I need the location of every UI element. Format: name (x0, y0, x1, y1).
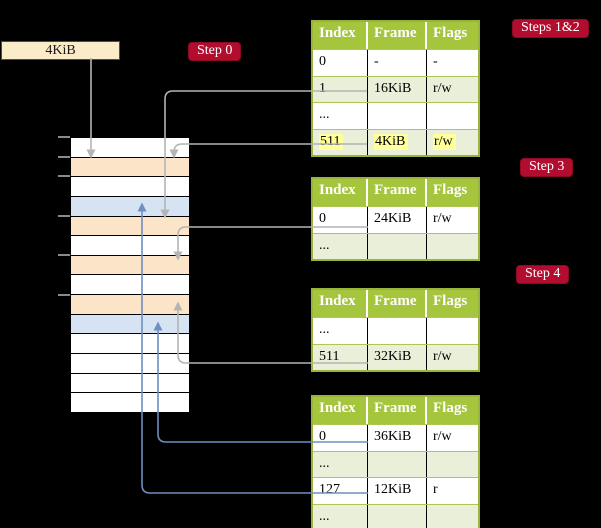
badge-step-4: Step 4 (516, 265, 570, 284)
address-tick (58, 293, 70, 296)
address-tick (58, 214, 70, 217)
column-header: Frame (368, 397, 427, 424)
column-header: Frame (368, 179, 427, 206)
table-cell (427, 452, 478, 478)
highlighted-value: 4KiB (374, 133, 409, 150)
table-cell (368, 504, 427, 528)
table-cell: ... (313, 504, 368, 528)
memory-frame-row (71, 216, 189, 237)
table-cell: 32KiB (368, 344, 427, 370)
table-cell: r/w (427, 130, 478, 156)
table-cell: 4KiB (368, 129, 427, 155)
table-cell (368, 233, 427, 259)
memory-frame-row (71, 314, 189, 335)
column-header: Flags (433, 293, 468, 309)
table-row: ... (313, 503, 478, 528)
memory-frame-row (71, 196, 189, 217)
highlighted-value: r/w (433, 133, 456, 150)
column-header: Frame (368, 290, 427, 317)
memory-frame-row (71, 295, 189, 315)
table-cell: 16KiB (368, 76, 427, 102)
column-header: Flags (433, 25, 468, 41)
table-cell: 12KiB (368, 478, 427, 504)
badge-step-3: Step 3 (520, 158, 574, 177)
table-cell: 36KiB (368, 425, 427, 451)
table-cell: ... (313, 233, 368, 259)
table-cell: r/w (433, 80, 452, 96)
table-cell: - (433, 54, 438, 69)
table-cell (427, 103, 478, 129)
memory-frame-row (71, 236, 189, 256)
table-row: ... (313, 317, 478, 344)
table-cell (368, 451, 427, 477)
memory-frame-row (71, 177, 189, 197)
address-tick (58, 155, 70, 158)
table-cell (427, 505, 478, 528)
badge-step-0: Step 0 (188, 42, 242, 61)
memory-frame-row (71, 373, 189, 394)
column-header: Index (313, 397, 368, 424)
column-header: Flags (433, 182, 468, 198)
column-header: Frame (368, 22, 427, 49)
table-cell: 511 (313, 344, 368, 370)
table-row: ... (313, 232, 478, 260)
table-cell (427, 234, 478, 260)
table-cell: r/w (433, 429, 452, 444)
address-tick (58, 254, 70, 257)
column-header: Index (313, 22, 368, 49)
badge-steps-1-2: Steps 1&2 (512, 19, 589, 38)
column-header: Flags (433, 400, 468, 416)
table-cell: 0 (313, 425, 368, 451)
table-cell (427, 318, 478, 344)
highlighted-value: 511 (319, 133, 344, 150)
memory-frame-row (71, 138, 189, 158)
memory-frame-row (71, 157, 189, 178)
table-cell (368, 318, 427, 344)
memory-frame-row (71, 393, 189, 412)
table-cell: ... (313, 103, 368, 129)
table-cell: - (368, 50, 427, 76)
table-cell (368, 103, 427, 129)
memory-frame-row (71, 354, 189, 374)
table-cell: r/w (433, 348, 452, 364)
table-cell: 0 (313, 50, 368, 76)
memory-frame-row (71, 255, 189, 276)
root-table-pointer-box: 4KiB (1, 41, 120, 60)
memory-frame-row (71, 334, 189, 355)
memory-frame-row (71, 275, 189, 296)
column-header: Index (313, 179, 368, 206)
table-row: 511 4KiB r/w (313, 128, 478, 156)
table-cell: 511 (313, 129, 368, 155)
table-cell: 1 (313, 76, 368, 102)
table-row: 0-- (313, 49, 478, 76)
table-cell: r/w (433, 211, 452, 226)
address-tick (58, 175, 70, 178)
table-row: ... (313, 102, 478, 129)
table-cell: ... (313, 318, 368, 344)
address-tick (58, 136, 70, 138)
column-header: Index (313, 290, 368, 317)
physical-memory-stack (70, 137, 190, 413)
table-cell: 127 (313, 478, 368, 504)
table-row: ... (313, 450, 478, 478)
table-cell: r (433, 482, 438, 497)
table-cell: 24KiB (368, 207, 427, 233)
table-cell: ... (313, 451, 368, 477)
table-cell: 0 (313, 207, 368, 233)
